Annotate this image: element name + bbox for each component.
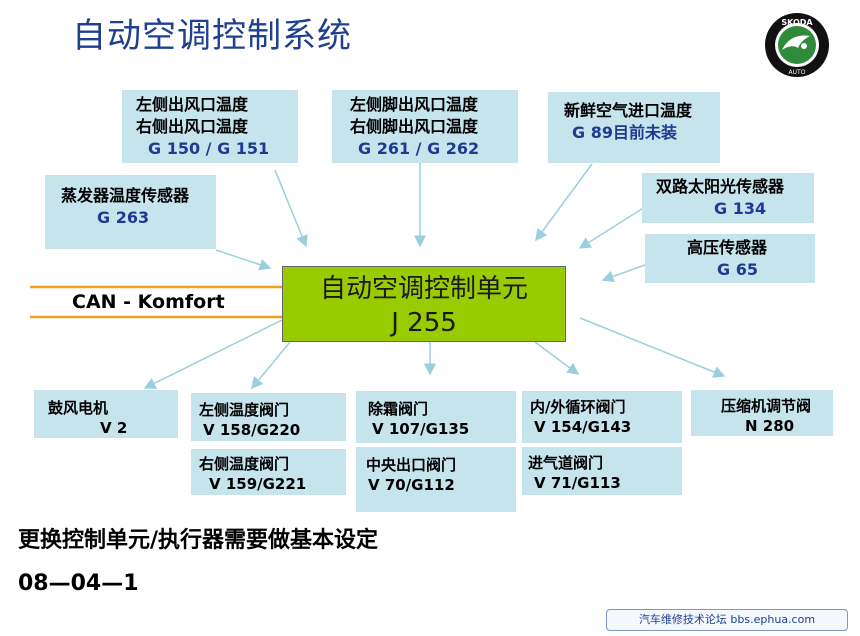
- control-unit-code: J 255: [391, 308, 457, 338]
- can-bus-label: CAN - Komfort: [72, 291, 225, 313]
- actuator-code: V 159/G221: [209, 475, 307, 493]
- sensor-code: G 261 / G 262: [358, 139, 480, 158]
- sensor-evaporator-temp: 蒸发器温度传感器 G 263: [45, 175, 216, 249]
- actuator-label: 右侧温度阀门: [199, 455, 290, 473]
- sensor-code: G 263: [97, 208, 150, 227]
- sensor-label: 右侧出风口温度: [136, 117, 249, 136]
- sensor-label: 左侧脚出风口温度: [350, 95, 479, 114]
- actuator-label: 进气道阀门: [528, 454, 604, 472]
- sensor-label: 高压传感器: [687, 238, 768, 257]
- actuator-right-temp-flap: 右侧温度阀门 V 159/G221: [191, 449, 346, 495]
- basic-setting-note: 更换控制单元/执行器需要做基本设定: [18, 528, 379, 553]
- sensor-foot-temp: 左侧脚出风口温度 右侧脚出风口温度 G 261 / G 262: [332, 90, 518, 163]
- actuator-code: V 107/G135: [372, 420, 470, 438]
- arrow-temp-flap: [251, 341, 291, 390]
- sensor-code: G 89目前未装: [572, 123, 677, 142]
- actuator-label: 压缩机调节阀: [721, 397, 812, 415]
- actuator-blower: 鼓风电机 V 2: [34, 390, 178, 438]
- arrow-sensor-pressure: [601, 264, 646, 283]
- sensor-high-pressure: 高压传感器 G 65: [645, 234, 815, 283]
- actuator-intake-flap: 进气道阀门 V 71/G113: [522, 447, 682, 495]
- actuator-label: 左侧温度阀门: [199, 401, 290, 419]
- skoda-logo: SKODA AUTO: [765, 13, 829, 77]
- arrow-blower: [143, 319, 283, 389]
- actuator-left-temp-flap: 左侧温度阀门 V 158/G220: [191, 393, 346, 441]
- actuator-compressor-valve: 压缩机调节阀 N 280: [691, 390, 833, 436]
- function-code: 08—04—1: [18, 571, 139, 596]
- sensor-fresh-air-temp: 新鲜空气进口温度 G 89目前未装: [548, 92, 720, 163]
- actuator-code: N 280: [745, 417, 795, 435]
- actuator-defrost-flap: 除霜阀门 V 107/G135: [356, 391, 516, 443]
- sensor-code: G 65: [717, 260, 758, 279]
- control-unit-name: 自动空调控制单元: [319, 274, 528, 304]
- actuator-central-outlet-flap: 中央出口阀门 V 70/G112: [356, 447, 516, 512]
- arrow-sensor-sun: [578, 204, 649, 249]
- logo-brand: SKODA: [781, 18, 813, 27]
- actuator-code: V 71/G113: [534, 474, 621, 492]
- sensor-label: 新鲜空气进口温度: [564, 101, 693, 120]
- sensor-label: 蒸发器温度传感器: [61, 186, 190, 205]
- sensor-label: 左侧出风口温度: [136, 95, 249, 114]
- actuator-recirc-flap: 内/外循环阀门 V 154/G143: [522, 391, 682, 443]
- actuator-code: V 70/G112: [368, 476, 455, 494]
- arrow-sensor-fresh-air: [535, 163, 593, 242]
- arrow-sensor-evaporator: [215, 249, 272, 271]
- sensor-code: G 134: [714, 199, 767, 218]
- actuator-label: 中央出口阀门: [366, 456, 457, 474]
- sensor-label: 右侧脚出风口温度: [350, 117, 479, 136]
- logo-sub: AUTO: [789, 69, 806, 76]
- actuator-code: V 154/G143: [534, 418, 632, 436]
- page-title: 自动空调控制系统: [72, 16, 352, 56]
- actuator-label: 内/外循环阀门: [530, 398, 626, 416]
- actuator-code: V 158/G220: [203, 421, 301, 439]
- sensor-label: 双路太阳光传感器: [656, 177, 785, 196]
- actuator-code: V 2: [100, 419, 128, 437]
- control-unit-box: 自动空调控制单元 J 255: [282, 266, 566, 342]
- actuator-label: 鼓风电机: [48, 399, 109, 417]
- forum-watermark: 汽车维修技术论坛 bbs.ephua.com: [606, 609, 848, 631]
- sensor-outlet-temp: 左侧出风口温度 右侧出风口温度 G 150 / G 151: [122, 90, 298, 163]
- arrow-compressor: [579, 317, 726, 378]
- sensor-sunlight: 双路太阳光传感器 G 134: [642, 173, 814, 223]
- actuator-label: 除霜阀门: [368, 400, 429, 418]
- arrow-sensor-outlet: [274, 169, 308, 248]
- sensor-code: G 150 / G 151: [148, 139, 270, 158]
- arrow-recirc-flap: [534, 341, 580, 375]
